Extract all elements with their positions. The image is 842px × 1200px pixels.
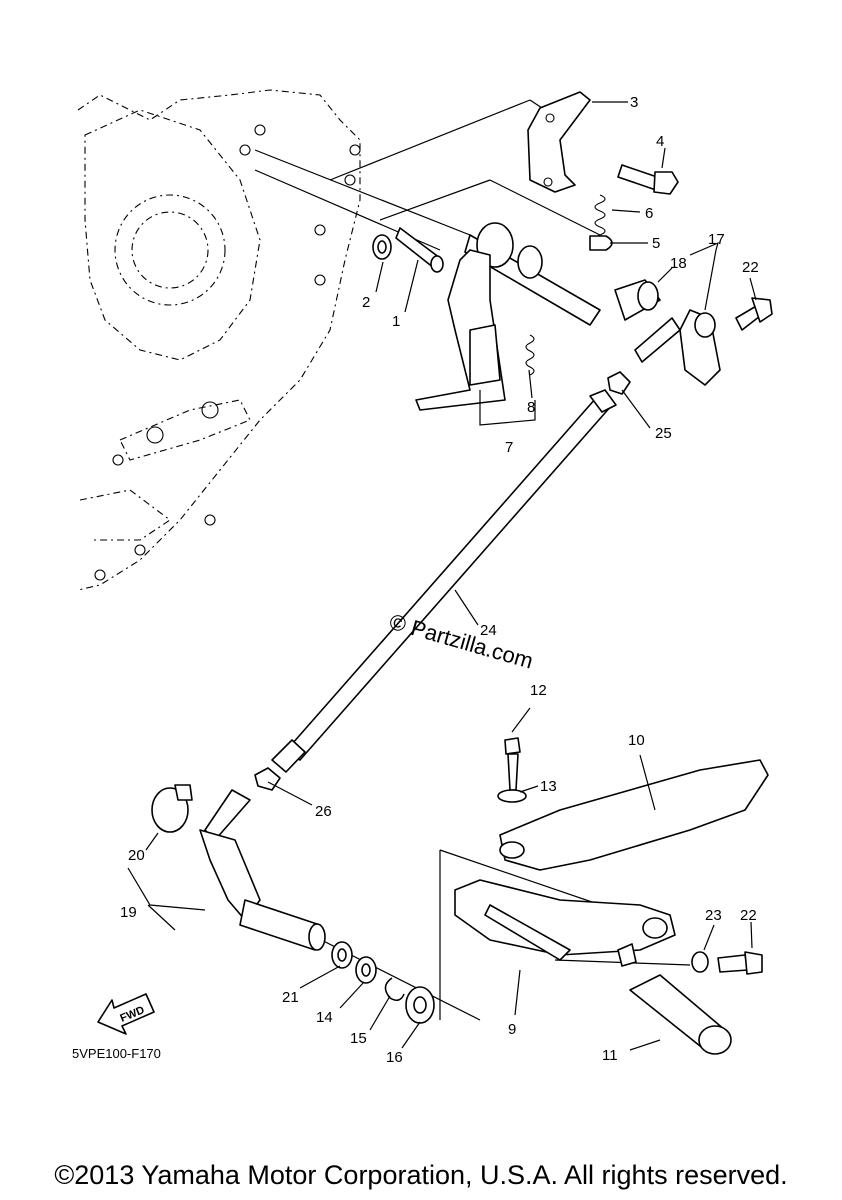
footrest-pin [617, 943, 637, 967]
callout-22-top: 22 [742, 259, 759, 276]
part-17-arm [634, 309, 721, 386]
copyright-notice: ©2013 Yamaha Motor Corporation, U.S.A. A… [54, 1160, 788, 1190]
callout-5: 5 [652, 235, 660, 252]
part-21-nut [331, 941, 353, 969]
callout-2: 2 [362, 294, 370, 311]
part-23-washer [691, 951, 709, 973]
callout-13: 13 [540, 778, 557, 795]
callout-leaders [127, 101, 757, 1051]
callout-19: 19 [120, 904, 137, 921]
part-5-pin [589, 235, 613, 251]
callout-6: 6 [645, 205, 653, 222]
part-11-rubber [629, 974, 732, 1055]
diagram-code: 5VPE100-F170 [72, 1046, 161, 1061]
callout-24: 24 [480, 622, 497, 639]
crankcase-outline [77, 89, 361, 591]
callout-16: 16 [386, 1049, 403, 1066]
part-15-circlip [384, 977, 405, 1002]
part-9-footrest [454, 879, 676, 961]
part-10-pedal-arm [499, 759, 769, 871]
part-13-washer [497, 789, 527, 803]
callout-18: 18 [670, 255, 687, 272]
fwd-arrow-icon: FWD [97, 993, 155, 1035]
watermark: © Partzilla.com [387, 609, 536, 674]
part-18-joint [614, 279, 661, 321]
part-4-bolt [617, 164, 679, 195]
part-22-bolt-bottom [717, 951, 763, 975]
callout-20: 20 [128, 847, 145, 864]
callout-3: 3 [630, 94, 638, 111]
callout-21: 21 [282, 989, 299, 1006]
part-8-spring [525, 334, 535, 376]
callout-8: 8 [527, 399, 535, 416]
part-16-collar [405, 986, 435, 1024]
part-20-joint [151, 784, 193, 833]
part-7-shift-shaft [415, 222, 601, 411]
part-14-washer [355, 956, 377, 984]
callout-26: 26 [315, 803, 332, 820]
callout-7: 7 [505, 439, 513, 456]
part-6-spring [594, 194, 606, 244]
part-19-lever [199, 789, 326, 951]
callout-numbers: 3 4 6 5 17 18 22 2 1 8 7 25 24 12 10 13 … [120, 94, 759, 1066]
part-3-bracket [527, 91, 591, 193]
callout-25: 25 [655, 425, 672, 442]
callout-11: 11 [602, 1047, 618, 1064]
callout-15: 15 [350, 1030, 367, 1047]
callout-1: 1 [392, 313, 400, 330]
part-1-bolt [395, 227, 444, 273]
callout-23: 23 [705, 907, 722, 924]
part-25-nut [607, 371, 631, 395]
callout-22-bottom: 22 [740, 907, 757, 924]
callout-12: 12 [530, 682, 547, 699]
part-22-bolt-top [735, 297, 773, 331]
part-2-washer [372, 234, 392, 260]
part-24-shift-rod [271, 389, 617, 773]
callout-14: 14 [316, 1009, 333, 1026]
part-12-bolt [504, 737, 521, 791]
callout-10: 10 [628, 732, 645, 749]
callout-4: 4 [656, 133, 664, 150]
callout-17: 17 [708, 231, 725, 248]
callout-9: 9 [508, 1021, 516, 1038]
